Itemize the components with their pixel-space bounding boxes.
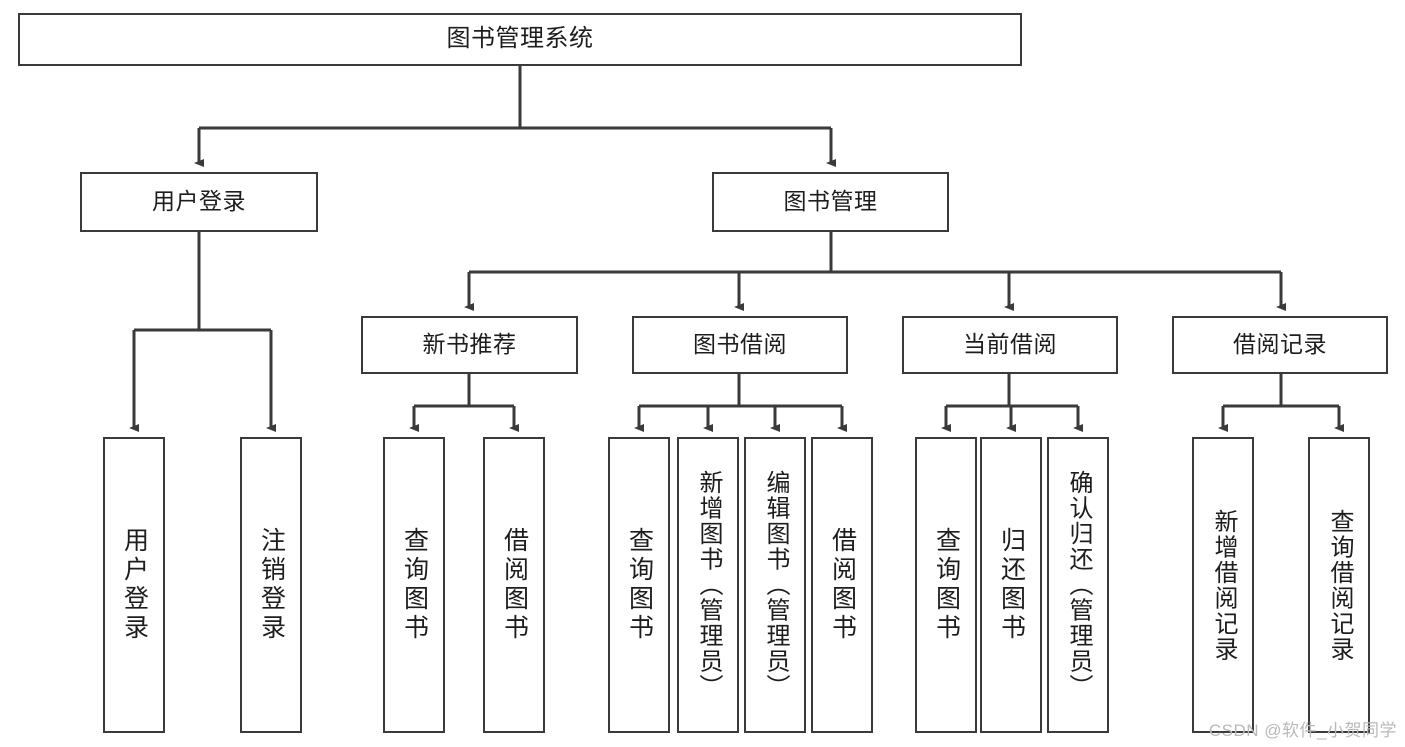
leaf-query-book-current[interactable]: 查询图书 <box>915 437 977 733</box>
node-label: 查询图书 <box>400 527 429 643</box>
leaf-borrow-book-recommend[interactable]: 借阅图书 <box>483 437 545 733</box>
node-label: 图书管理系统 <box>446 25 594 53</box>
node-book-borrow[interactable]: 图书借阅 <box>632 316 848 374</box>
leaf-edit-book-admin[interactable]: 编辑图书（管理员） <box>744 437 806 733</box>
node-label: 新书推荐 <box>422 331 517 358</box>
node-user-login[interactable]: 用户登录 <box>80 172 318 232</box>
node-label: 查询借阅记录 <box>1326 508 1353 662</box>
node-label: 新增借阅记录 <box>1210 508 1237 662</box>
leaf-user-logout[interactable]: 注销登录 <box>240 437 302 733</box>
node-label: 注销登录 <box>257 527 286 643</box>
node-label: 新增图书（管理员） <box>695 470 722 700</box>
node-root-system[interactable]: 图书管理系统 <box>18 13 1022 66</box>
node-label: 当前借阅 <box>963 331 1057 358</box>
node-new-book-recommend[interactable]: 新书推荐 <box>361 316 578 374</box>
node-label: 用户登录 <box>152 188 246 215</box>
node-label: 查询图书 <box>932 527 961 643</box>
leaf-query-book-borrow[interactable]: 查询图书 <box>608 437 670 733</box>
leaf-user-login[interactable]: 用户登录 <box>103 437 165 733</box>
node-label: 借阅记录 <box>1233 331 1327 358</box>
leaf-confirm-return-admin[interactable]: 确认归还（管理员） <box>1047 437 1109 733</box>
node-label: 图书借阅 <box>693 331 787 358</box>
leaf-borrow-book[interactable]: 借阅图书 <box>811 437 873 733</box>
leaf-query-borrow-record[interactable]: 查询借阅记录 <box>1308 437 1370 733</box>
node-label: 用户登录 <box>120 527 149 643</box>
node-label: 图书管理 <box>783 188 878 215</box>
leaf-query-book-recommend[interactable]: 查询图书 <box>383 437 445 733</box>
node-book-manage[interactable]: 图书管理 <box>712 172 949 232</box>
leaf-add-borrow-record[interactable]: 新增借阅记录 <box>1192 437 1254 733</box>
node-label: 确认归还（管理员） <box>1065 470 1092 700</box>
node-borrow-record[interactable]: 借阅记录 <box>1172 316 1388 374</box>
node-label: 借阅图书 <box>828 527 857 643</box>
leaf-add-book-admin[interactable]: 新增图书（管理员） <box>677 437 739 733</box>
node-label: 编辑图书（管理员） <box>762 470 789 700</box>
csdn-watermark: CSDN @软件_小贺同学 <box>1208 721 1397 740</box>
leaf-return-book[interactable]: 归还图书 <box>980 437 1042 733</box>
node-label: 查询图书 <box>625 527 654 643</box>
node-current-borrow[interactable]: 当前借阅 <box>902 316 1118 374</box>
node-label: 归还图书 <box>997 527 1026 643</box>
node-label: 借阅图书 <box>500 527 529 643</box>
